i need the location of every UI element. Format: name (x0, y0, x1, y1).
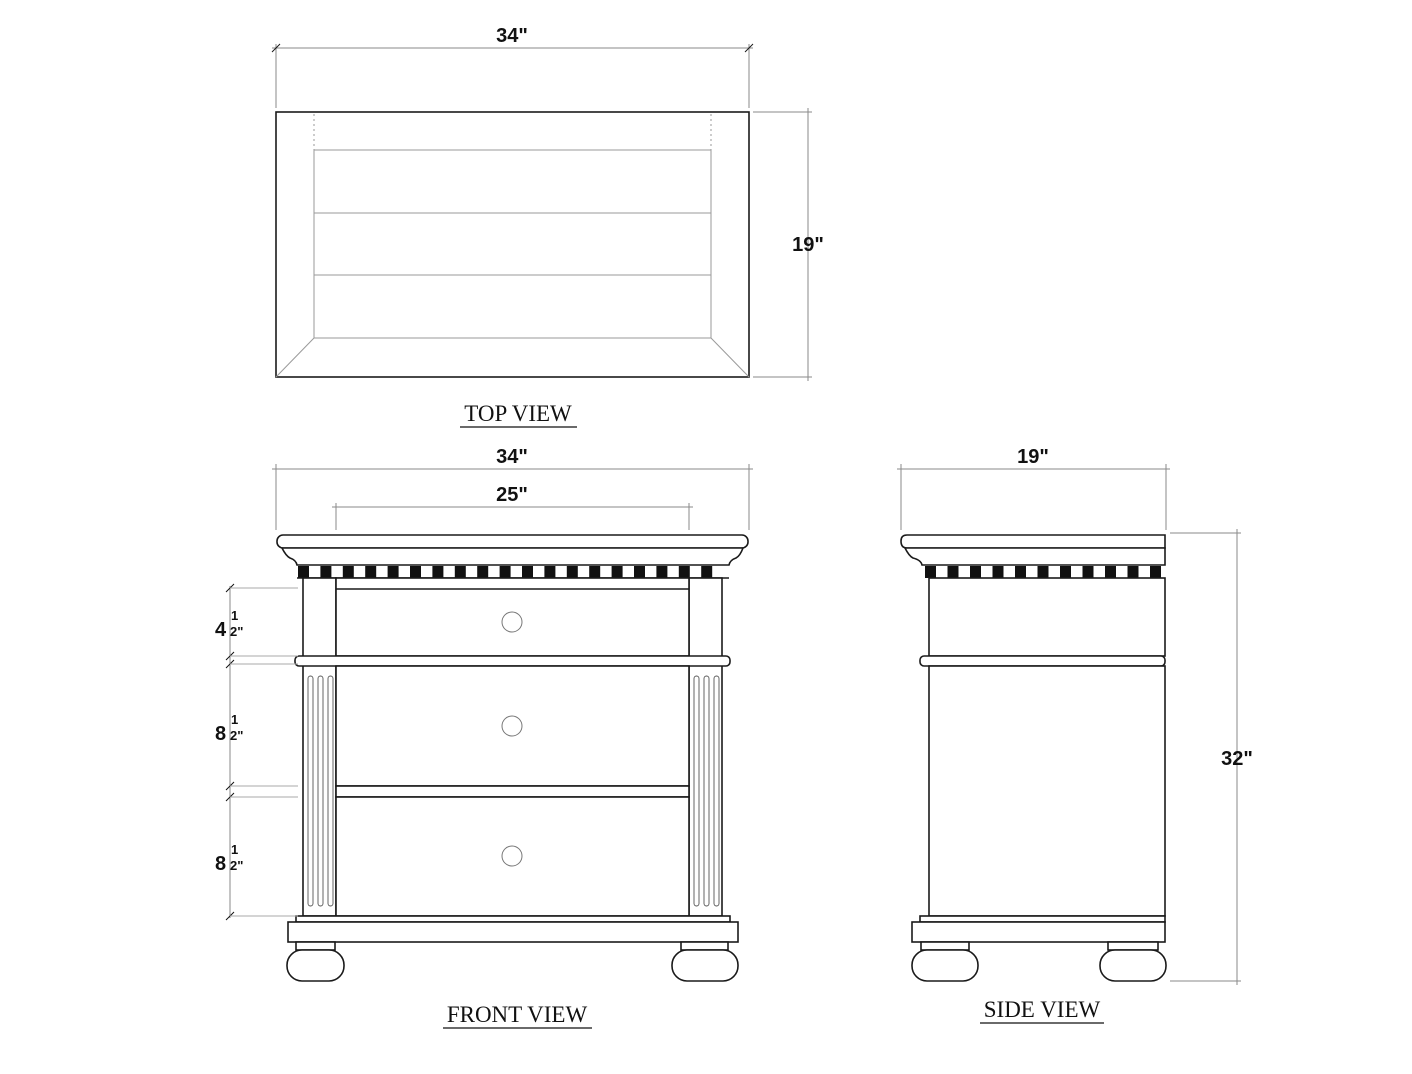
svg-text:8: 8 (215, 853, 226, 875)
dentil (701, 566, 713, 578)
dentil (410, 566, 421, 578)
flute-groove (327, 675, 334, 907)
side-view-title: SIDE VIEW (984, 997, 1101, 1022)
dentil (342, 566, 354, 578)
dentil (1015, 566, 1026, 578)
bun-foot (671, 949, 739, 982)
side-height-label: 32" (1221, 748, 1253, 770)
top-depth-label: 19" (792, 234, 824, 256)
front-width-label: 34" (496, 446, 528, 468)
dentil (477, 566, 489, 578)
top-view-title: TOP VIEW (464, 401, 572, 426)
drawer-knob (501, 845, 523, 867)
side-depth-label: 19" (1017, 446, 1049, 468)
bun-foot (911, 949, 979, 982)
dentil (589, 566, 601, 578)
top-board (276, 534, 749, 549)
dentil (566, 566, 578, 578)
dentil (947, 566, 959, 578)
flute-groove (693, 675, 700, 907)
dentil (1082, 566, 1094, 578)
dentil (1150, 566, 1161, 578)
dentil (656, 566, 668, 578)
dentil (1127, 566, 1139, 578)
flute-groove (317, 675, 324, 907)
drawer-2 (335, 665, 690, 787)
drawer-3 (335, 796, 690, 917)
bun-foot (1099, 949, 1167, 982)
side-panel-upper (928, 577, 1166, 657)
drawer-knob (501, 611, 523, 633)
dentil (678, 566, 690, 578)
drawer-1-height-label: 4 1 2" (215, 608, 243, 641)
dentil (454, 566, 466, 578)
front-inner-width-label: 25" (496, 484, 528, 506)
drawer-rail (335, 785, 690, 798)
tabletop-outline (275, 111, 750, 378)
svg-text:1: 1 (231, 608, 238, 623)
dentil (522, 566, 533, 578)
dentil (1105, 566, 1116, 578)
svg-text:1: 1 (231, 842, 238, 857)
drawer-2-height-label: 8 1 2" (215, 712, 243, 745)
dentil (1037, 566, 1049, 578)
drawer-1 (335, 577, 690, 657)
dentil (432, 566, 444, 578)
dentil-molding (298, 566, 713, 578)
svg-text:2": 2" (230, 728, 243, 743)
dentil (611, 566, 623, 578)
dentil (387, 566, 399, 578)
dentil (499, 566, 511, 578)
flute-groove (703, 675, 710, 907)
svg-text:2": 2" (230, 858, 243, 873)
plinth (287, 921, 739, 943)
dentil (634, 566, 645, 578)
side-view: 19" 32" SIDE VIEW (897, 446, 1253, 1024)
svg-text:2": 2" (230, 624, 243, 639)
svg-text:4: 4 (215, 619, 227, 641)
dentil (544, 566, 556, 578)
flute-groove (307, 675, 314, 907)
post-fluting (307, 675, 720, 907)
dentil (298, 566, 309, 578)
top-view: 34" 19" TOP VIEW (271, 25, 824, 428)
shelf-rail (294, 655, 731, 667)
dentil (970, 566, 981, 578)
flute-groove (713, 675, 720, 907)
dentil (365, 566, 377, 578)
bun-foot (286, 949, 345, 982)
svg-text:8: 8 (215, 723, 226, 745)
dentil (320, 566, 332, 578)
dentil (1060, 566, 1071, 578)
side-panel (928, 665, 1166, 917)
top-width-label: 34" (496, 25, 528, 47)
drawer-3-height-label: 8 1 2" (215, 842, 243, 875)
front-view-title: FRONT VIEW (447, 1002, 588, 1027)
dentil (992, 566, 1004, 578)
svg-text:1: 1 (231, 712, 238, 727)
drawer-knob (501, 715, 523, 737)
plinth (911, 921, 1166, 943)
dentil-molding (925, 566, 1161, 578)
front-view: 34" 25" 4 1 2" 8 (215, 446, 753, 1029)
dentil (925, 566, 936, 578)
